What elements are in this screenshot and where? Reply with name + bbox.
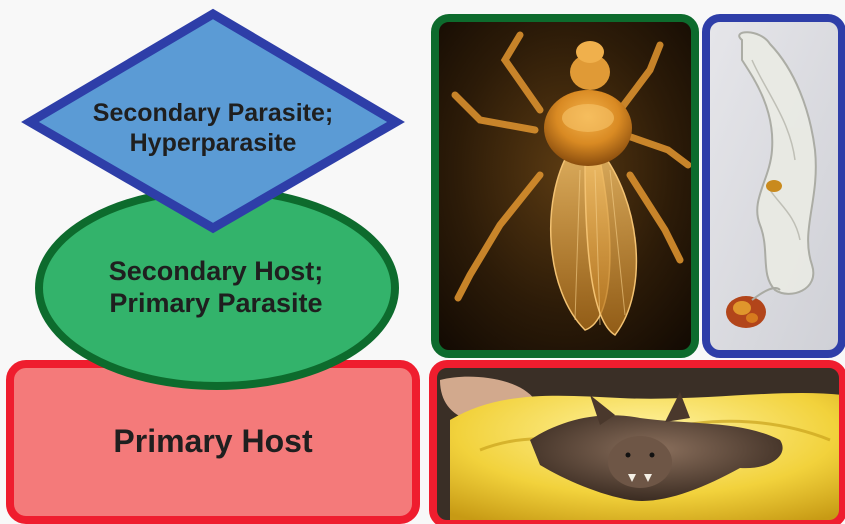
fly-photo	[435, 18, 695, 354]
secondary-parasite-label: Secondary Parasite; Hyperparasite	[60, 98, 366, 158]
bat-photo	[433, 364, 843, 524]
fungus-photo	[706, 18, 842, 354]
secondary-parasite-line-1: Secondary Parasite;	[60, 98, 366, 128]
secondary-host-line-2: Primary Parasite	[60, 287, 372, 319]
primary-host-line-1: Primary Host	[10, 422, 416, 460]
secondary-host-line-1: Secondary Host;	[60, 255, 372, 287]
primary-host-label: Primary Host	[10, 422, 416, 460]
secondary-host-label: Secondary Host; Primary Parasite	[60, 255, 372, 320]
secondary-parasite-line-2: Hyperparasite	[60, 128, 366, 158]
